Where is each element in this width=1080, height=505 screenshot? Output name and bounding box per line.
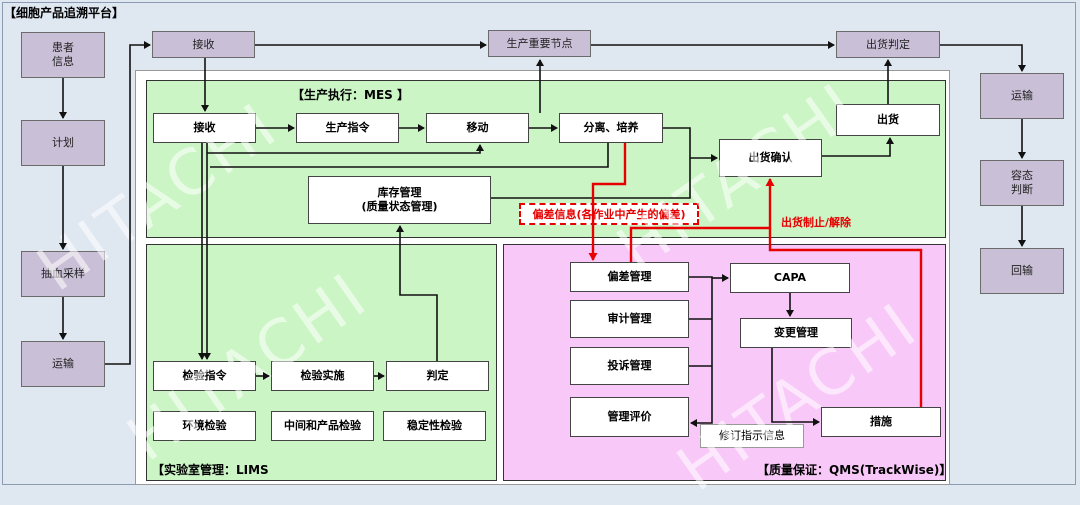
- mgmt-review-box[interactable]: 管理评价: [570, 397, 689, 437]
- change-mgmt-box[interactable]: 变更管理: [740, 318, 852, 348]
- patient-info-box[interactable]: 患者 信息: [21, 32, 105, 78]
- audit-mgmt-box[interactable]: 审计管理: [570, 300, 689, 338]
- judgment-box[interactable]: 判定: [386, 361, 489, 391]
- move-box[interactable]: 移动: [426, 113, 529, 143]
- qms-title: 【质量保证：QMS(TrackWise)】: [757, 463, 952, 477]
- container-judgment-box[interactable]: 容态 判断: [980, 160, 1064, 206]
- production-order-box[interactable]: 生产指令: [296, 113, 399, 143]
- separation-culture-box[interactable]: 分离、培养: [559, 113, 663, 143]
- recovery-box[interactable]: 回输: [980, 248, 1064, 294]
- deviation-mgmt-box[interactable]: 偏差管理: [570, 262, 689, 292]
- platform-title: 【细胞产品追溯平台】: [4, 6, 125, 20]
- transport-left-box[interactable]: 运输: [21, 341, 105, 387]
- measures-box[interactable]: 措施: [821, 407, 941, 437]
- capa-box[interactable]: CAPA: [730, 263, 850, 293]
- env-test-box[interactable]: 环境检验: [153, 411, 256, 441]
- shipping-box[interactable]: 出货: [836, 104, 940, 136]
- complaint-mgmt-box[interactable]: 投诉管理: [570, 347, 689, 385]
- connector-lines: [59, 41, 1026, 427]
- inventory-box[interactable]: 库存管理 (质量状态管理): [308, 176, 491, 224]
- shipping-confirm-box[interactable]: 出货确认: [719, 139, 822, 177]
- lims-title: 【实验室管理：LIMS: [152, 463, 269, 477]
- mes-receive-box[interactable]: 接收: [153, 113, 256, 143]
- inspection-order-box[interactable]: 检验指令: [153, 361, 256, 391]
- plan-box[interactable]: 计划: [21, 120, 105, 166]
- key-nodes-box[interactable]: 生产重要节点: [488, 30, 591, 57]
- inspection-exec-box[interactable]: 检验实施: [271, 361, 374, 391]
- receive-top-box[interactable]: 接收: [152, 31, 255, 58]
- intermediate-test-box[interactable]: 中间和产品检验: [271, 411, 374, 441]
- stability-test-box[interactable]: 稳定性检验: [383, 411, 486, 441]
- mes-title: 【生产执行：MES 】: [292, 88, 409, 102]
- revision-info-box: 修订指示信息: [700, 424, 804, 448]
- shipping-hold-label: 出货制止/解除: [781, 216, 852, 229]
- blood-collection-box[interactable]: 抽血采样: [21, 251, 105, 297]
- shipping-decision-box[interactable]: 出货判定: [836, 31, 940, 58]
- deviation-info-label: 偏差信息(各作业中产生的偏差): [519, 203, 699, 225]
- transport-right-box[interactable]: 运输: [980, 73, 1064, 119]
